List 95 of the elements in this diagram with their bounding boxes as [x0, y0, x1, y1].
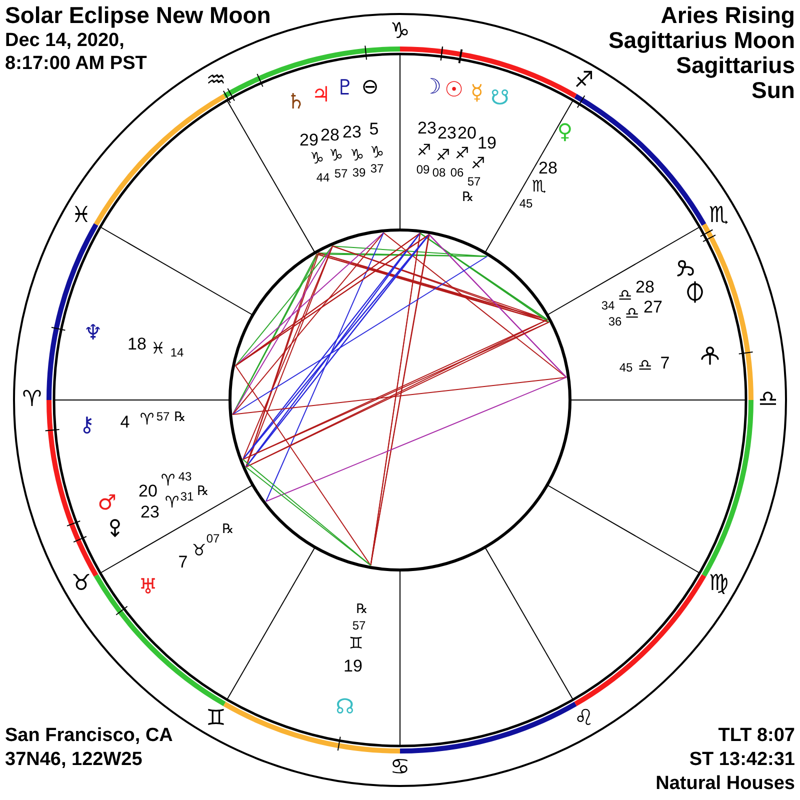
planet-glyph: ☿: [470, 80, 484, 106]
minute-number: 34: [601, 299, 615, 313]
planet-glyph: ☉: [444, 77, 464, 103]
zodiac-sign-glyph: ♋: [390, 754, 410, 782]
minute-number: 45: [519, 197, 533, 211]
minute-number: 43: [178, 470, 192, 484]
sign-glyph: ♐: [470, 153, 486, 173]
sign-glyph: ♐: [416, 140, 432, 160]
minute-number: 57: [352, 619, 366, 633]
retrograde-symbol: ℞: [356, 602, 368, 618]
minute-number: 06: [450, 166, 464, 180]
degree-number: 23: [418, 120, 436, 138]
degree-number: 28: [636, 278, 654, 298]
planet-glyph: ♅: [138, 574, 158, 600]
zodiac-sign-glyph: ♓: [71, 202, 92, 230]
zodiac-sign-glyph: ♏: [708, 202, 729, 230]
planet-glyph: ☊: [336, 694, 354, 720]
minute-number: 57: [334, 167, 348, 181]
zodiac-sign-glyph: ♉: [71, 570, 92, 598]
minute-number: 37: [370, 162, 384, 176]
zodiac-sign-glyph: ♍: [708, 570, 729, 598]
zodiac-sign-glyph: ♌: [574, 706, 594, 732]
degree-number: 23: [342, 124, 362, 142]
degree-number: 23: [438, 124, 456, 144]
degree-number: 18: [128, 336, 146, 354]
retrograde-symbol: ℞: [462, 190, 474, 206]
degree-number: 28: [538, 160, 558, 178]
degree-number: 19: [344, 658, 362, 676]
chart-info-text: 37N46, 122W25: [5, 748, 142, 771]
zodiac-sign-glyph: ♊: [206, 706, 226, 732]
chart-info-text: TLT 8:07: [718, 724, 795, 747]
sign-glyph: ♈: [164, 492, 180, 512]
sign-glyph: ♎: [618, 285, 632, 305]
degree-number: 20: [458, 124, 476, 144]
zodiac-sign-glyph: ♑: [390, 18, 410, 46]
degree-number: 20: [138, 482, 158, 502]
chart-info-text: San Francisco, CA: [5, 724, 173, 747]
sign-glyph: ♐: [454, 143, 470, 163]
planet-glyph: ♆: [84, 320, 102, 346]
retrograde-symbol: ℞: [197, 484, 209, 500]
sign-glyph: ♑: [310, 148, 324, 168]
planet-glyph: ⊖: [361, 74, 379, 100]
chart-info-text: Sagittarius Sun: [676, 53, 795, 103]
minute-number: 31: [180, 490, 194, 504]
minute-number: 08: [432, 166, 446, 180]
degree-number: 23: [140, 504, 160, 522]
sign-glyph: ♎: [624, 303, 640, 323]
sign-glyph: ♎: [638, 355, 652, 375]
planet-glyph: ♃: [312, 82, 330, 108]
degree-number: 28: [320, 126, 340, 146]
degree-number: 7: [178, 554, 188, 572]
sign-glyph: ♈: [160, 470, 176, 490]
sign-glyph: ♑: [328, 145, 344, 165]
planet-glyph: ♇: [336, 75, 354, 101]
sign-glyph: ♓: [150, 338, 166, 358]
planet-glyph: ⚷: [79, 412, 95, 438]
minute-number: 45: [619, 361, 633, 375]
chart-info-text: Sagittarius Moon: [608, 28, 795, 53]
planet-glyph: ♀: [557, 119, 573, 145]
degree-number: 29: [300, 132, 318, 150]
sign-glyph: ♑: [370, 142, 384, 162]
chart-info-text: ST 13:42:31: [689, 748, 795, 771]
sign-glyph: ♊: [348, 633, 364, 653]
degree-number: 7: [660, 354, 670, 374]
sign-glyph: ♈: [140, 409, 154, 429]
chart-info-text: Natural Houses: [656, 772, 795, 795]
sign-glyph: ♏: [532, 176, 546, 196]
sign-glyph: ♑: [350, 145, 364, 165]
retrograde-symbol: ℞: [174, 410, 186, 426]
zodiac-sign-glyph: ♈: [22, 386, 42, 414]
planet-glyph: ☽: [422, 74, 442, 100]
chart-info-text: Aries Rising: [660, 3, 795, 28]
minute-number: 39: [352, 166, 366, 180]
sign-glyph: ♐: [436, 145, 450, 165]
chart-info-text: Dec 14, 2020, 8:17:00 AM PST: [5, 29, 148, 75]
minute-number: 09: [416, 163, 430, 177]
zodiac-sign-glyph: ♒: [206, 68, 226, 94]
degree-number: 4: [120, 414, 130, 432]
minute-number: 07: [206, 532, 220, 546]
degree-number: 5: [369, 120, 379, 140]
degree-number: 27: [644, 298, 662, 318]
degree-number: 19: [478, 134, 496, 154]
sign-glyph: ♉: [192, 540, 206, 560]
minute-number: 36: [608, 315, 622, 329]
minute-number: 14: [170, 346, 184, 360]
zodiac-sign-glyph: ♎: [758, 386, 778, 414]
minute-number: 44: [316, 171, 330, 185]
minute-number: 57: [467, 175, 481, 189]
planet-glyph: ♄: [286, 89, 306, 115]
planet-glyph: ♂: [98, 490, 116, 516]
retrograde-symbol: ℞: [222, 522, 234, 538]
zodiac-sign-glyph: ♐: [574, 68, 594, 94]
planet-glyph: ☋: [490, 85, 510, 111]
minute-number: 57: [156, 410, 170, 424]
chart-title: Solar Eclipse New Moon: [5, 3, 271, 28]
